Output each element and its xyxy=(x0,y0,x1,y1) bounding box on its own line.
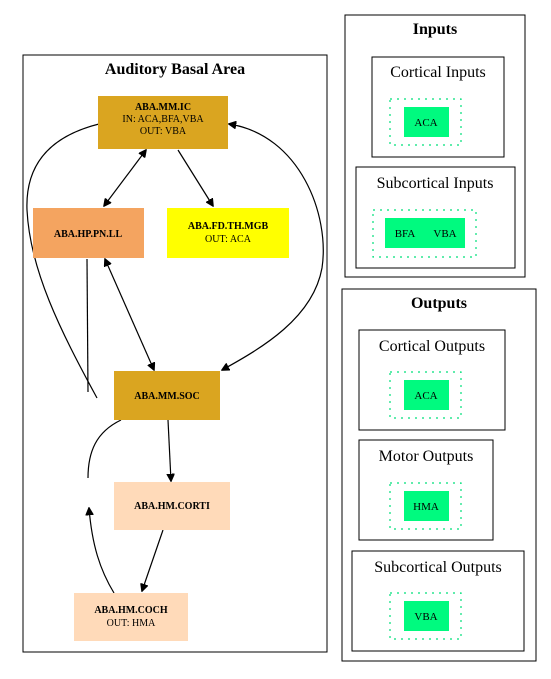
chip-label: VBA xyxy=(414,611,437,623)
cluster-cortical-outputs: Cortical Outputs ACA xyxy=(358,329,506,431)
cluster-title: Cortical Outputs xyxy=(379,338,485,355)
cluster-outputs: Outputs Cortical Outputs ACA Motor Outpu… xyxy=(341,288,537,662)
node-box xyxy=(98,96,228,149)
chip-group xyxy=(389,482,462,530)
cluster-subcortical-inputs: Subcortical Inputs BFA VBA xyxy=(355,166,516,269)
edge-soc-down xyxy=(87,419,122,479)
chip-label-bfa: BFA xyxy=(395,228,416,240)
cluster-title: Auditory Basal Area xyxy=(105,61,245,78)
node-aba-mm-ic[interactable]: ABA.MM.IC IN: ACA,BFA,VBA OUT: VBA xyxy=(98,96,228,149)
cluster-title: Outputs xyxy=(411,295,467,312)
edges xyxy=(26,123,324,594)
node-box xyxy=(167,208,289,258)
cluster-border xyxy=(355,166,516,269)
node-title: ABA.MM.IC xyxy=(135,102,191,113)
cluster-title: Motor Outputs xyxy=(379,448,474,465)
cluster-title: Cortical Inputs xyxy=(390,64,486,81)
node-outputs-line: OUT: ACA xyxy=(205,234,252,245)
node-aba-hp-pn-ll[interactable]: ABA.HP.PN.LL xyxy=(33,208,144,258)
edge-pnll-soc xyxy=(105,259,154,370)
chip-vba[interactable] xyxy=(404,601,449,631)
edge-pnll-down xyxy=(86,258,89,393)
chip-aca[interactable] xyxy=(404,107,449,137)
cluster-border xyxy=(371,56,505,158)
chip-label-vba: VBA xyxy=(433,228,456,240)
edge-coch-up xyxy=(89,508,115,594)
chip-hma[interactable] xyxy=(404,491,449,521)
chip-label: ACA xyxy=(414,117,437,129)
chip-group xyxy=(389,98,462,146)
cluster-cortical-inputs: Cortical Inputs ACA xyxy=(371,56,505,158)
chip-group xyxy=(389,592,462,640)
cluster-auditory-basal-area: Auditory Basal Area xyxy=(22,54,328,653)
chip-group xyxy=(389,371,462,419)
cluster-motor-outputs: Motor Outputs HMA xyxy=(358,439,494,541)
chip-aca[interactable] xyxy=(404,380,449,410)
node-aba-fd-th-mgb[interactable]: ABA.FD.TH.MGB OUT: ACA xyxy=(167,208,289,258)
node-title: ABA.MM.SOC xyxy=(134,391,200,402)
node-box xyxy=(33,208,144,258)
node-title: ABA.FD.TH.MGB xyxy=(188,221,269,232)
cluster-border xyxy=(358,329,506,431)
cluster-title: Subcortical Outputs xyxy=(374,559,502,576)
cluster-border xyxy=(22,54,328,653)
node-title: ABA.HM.CORTI xyxy=(134,501,210,512)
node-box xyxy=(114,371,220,420)
edge-ic-pnll xyxy=(104,150,146,206)
chip-bfa-vba[interactable] xyxy=(385,218,465,248)
node-outputs-line: OUT: HMA xyxy=(107,618,156,629)
node-aba-hm-corti[interactable]: ABA.HM.CORTI xyxy=(114,482,230,530)
cluster-border xyxy=(351,550,525,652)
edge-corti-coch xyxy=(142,529,164,591)
cluster-title: Inputs xyxy=(413,21,457,38)
cluster-border xyxy=(341,288,537,662)
node-box xyxy=(74,593,188,641)
edge-ic-soc xyxy=(222,124,324,370)
node-aba-mm-soc[interactable]: ABA.MM.SOC xyxy=(114,371,220,420)
cluster-title: Subcortical Inputs xyxy=(377,175,494,192)
edge-ic-mgb xyxy=(177,149,213,206)
cluster-subcortical-outputs: Subcortical Outputs VBA xyxy=(351,550,525,652)
chip-label: ACA xyxy=(414,390,437,402)
node-inputs-line: IN: ACA,BFA,VBA xyxy=(122,114,204,125)
edge-coch-ic-upper xyxy=(26,123,100,399)
chip-label: HMA xyxy=(413,501,439,513)
node-aba-hm-coch[interactable]: ABA.HM.COCH OUT: HMA xyxy=(74,593,188,641)
cluster-border xyxy=(358,439,494,541)
node-outputs-line: OUT: VBA xyxy=(140,126,187,137)
cluster-inputs: Inputs Cortical Inputs ACA Subcortical I… xyxy=(344,14,526,278)
node-box xyxy=(114,482,230,530)
node-title: ABA.HM.COCH xyxy=(94,605,168,616)
chip-group xyxy=(372,209,477,258)
cluster-border xyxy=(344,14,526,278)
node-title: ABA.HP.PN.LL xyxy=(54,229,123,240)
edge-soc-corti xyxy=(168,419,171,481)
